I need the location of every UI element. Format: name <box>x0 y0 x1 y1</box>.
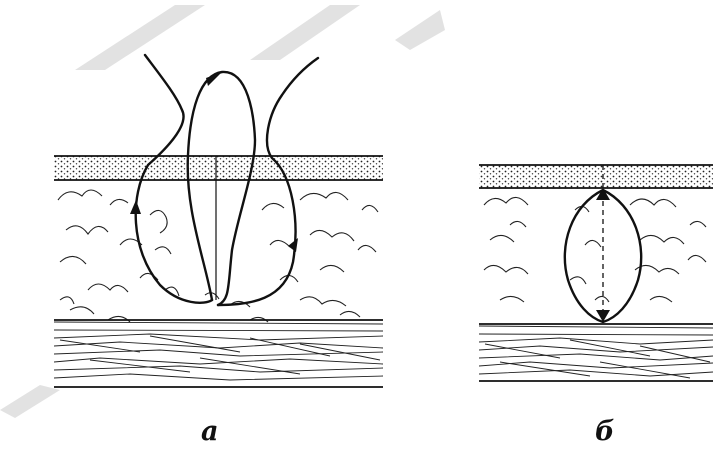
skin-layer <box>479 165 713 188</box>
subcutaneous-layer <box>58 190 378 322</box>
panel-label-b: б <box>595 418 615 445</box>
panel-label-a: а <box>201 418 219 445</box>
muscle-layer <box>54 322 383 380</box>
muscle-layer <box>479 326 713 378</box>
skin-layer <box>54 156 383 180</box>
diagram-panel-b <box>479 165 713 381</box>
diagram-panel-a <box>54 55 383 387</box>
subcutaneous-layer <box>484 197 706 302</box>
